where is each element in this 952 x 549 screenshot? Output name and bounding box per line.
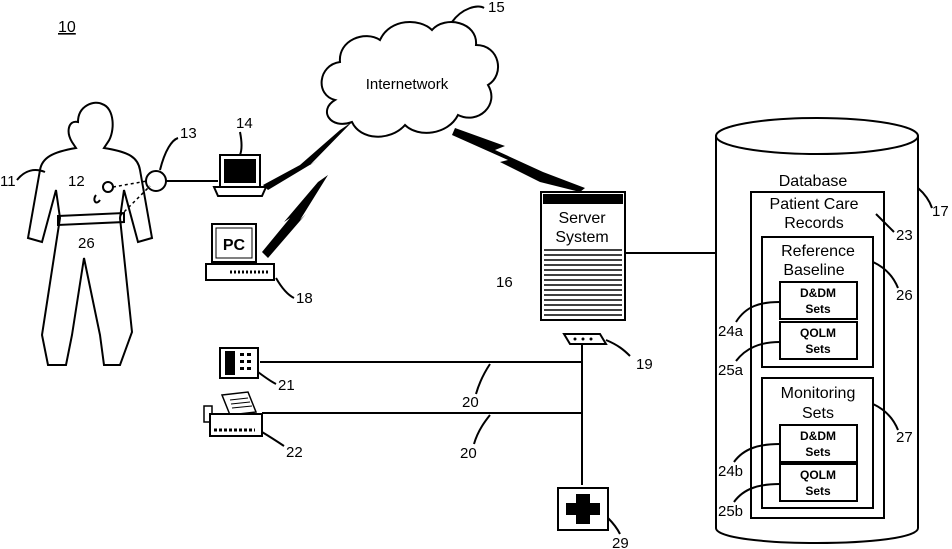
monitoring-label-1: Monitoring bbox=[781, 385, 856, 402]
monitoring-label-2: Sets bbox=[802, 405, 834, 422]
hospital-ref: 29 bbox=[612, 535, 629, 549]
records-label-2: Records bbox=[784, 215, 844, 232]
fax-ref: 22 bbox=[286, 444, 303, 461]
database-ref: 17 bbox=[932, 203, 949, 220]
server-ref: 16 bbox=[496, 274, 513, 291]
ref-set2-line2: Sets bbox=[805, 342, 831, 356]
router-icon: 19 bbox=[564, 334, 653, 373]
ref-set2-line1: QOLM bbox=[800, 326, 836, 340]
reference-label-1: Reference bbox=[781, 243, 855, 260]
mon-set2-line1: QOLM bbox=[800, 468, 836, 482]
database-cylinder: Database 17 Patient Care Records 23 Refe… bbox=[716, 118, 949, 543]
device-ref: 13 bbox=[180, 125, 197, 142]
server-label-2: System bbox=[555, 229, 608, 246]
pc-icon: PC 18 bbox=[206, 224, 313, 307]
sensor-ref: 12 bbox=[68, 173, 85, 190]
internetwork-cloud: Internetwork 15 bbox=[322, 0, 505, 137]
mon-set1-line1: D&DM bbox=[800, 429, 836, 443]
monitoring-device-icon bbox=[146, 171, 166, 191]
laptop-ref: 14 bbox=[236, 115, 253, 132]
pc-ref: 18 bbox=[296, 290, 313, 307]
belt-ref: 26 bbox=[78, 235, 95, 252]
records-label-1: Patient Care bbox=[770, 196, 859, 213]
database-label: Database bbox=[779, 173, 848, 190]
router-ref: 19 bbox=[636, 356, 653, 373]
server-label-1: Server bbox=[558, 210, 606, 227]
pc-label: PC bbox=[223, 237, 246, 254]
lightning-laptop-icon bbox=[263, 122, 352, 190]
mon-set2-line2: Sets bbox=[805, 484, 831, 498]
telephone-icon: 21 bbox=[220, 348, 295, 394]
ref-set1-line1: D&DM bbox=[800, 286, 836, 300]
patient-figure: 11 12 13 26 bbox=[0, 103, 218, 365]
wireless-links bbox=[262, 122, 585, 258]
figure-number: 10 bbox=[58, 19, 76, 36]
phone-ref: 21 bbox=[278, 377, 295, 394]
line-ref-1: 20 bbox=[462, 394, 479, 411]
mon-set2-ref: 25b bbox=[718, 503, 743, 520]
ref-set1-line2: Sets bbox=[805, 302, 831, 316]
reference-label-2: Baseline bbox=[783, 262, 844, 279]
fax-icon: 22 bbox=[204, 392, 303, 461]
server-icon: Server System 16 bbox=[496, 192, 716, 320]
ref-set2-ref: 25a bbox=[718, 362, 744, 379]
hospital-icon: 29 bbox=[558, 488, 629, 549]
patient-ref: 11 bbox=[0, 173, 16, 190]
reference-ref: 26 bbox=[896, 287, 913, 304]
monitoring-ref: 27 bbox=[896, 429, 913, 446]
cloud-ref: 15 bbox=[488, 0, 505, 16]
phone-lines bbox=[260, 344, 582, 485]
mon-set1-line2: Sets bbox=[805, 445, 831, 459]
laptop-icon: 14 bbox=[214, 115, 266, 196]
lightning-server-icon bbox=[452, 128, 585, 192]
ref-set1-ref: 24a bbox=[718, 323, 744, 340]
line-ref-2: 20 bbox=[460, 445, 477, 462]
records-ref: 23 bbox=[896, 227, 913, 244]
mon-set1-ref: 24b bbox=[718, 463, 743, 480]
cloud-label: Internetwork bbox=[366, 76, 449, 93]
